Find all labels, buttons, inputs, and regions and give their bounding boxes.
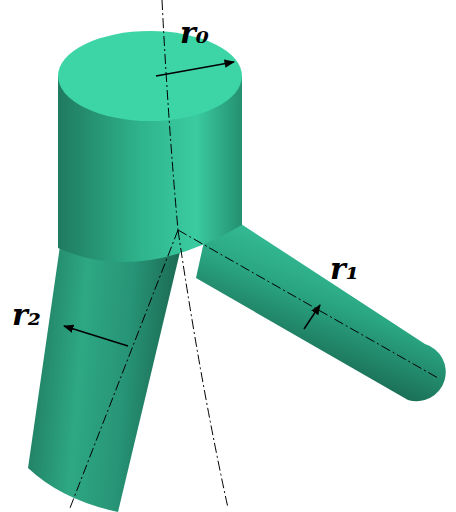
axis-line bbox=[70, 230, 178, 508]
radius-arrow bbox=[156, 62, 234, 76]
radius-label: r₀ bbox=[180, 18, 209, 48]
axis-line bbox=[178, 230, 438, 378]
branch-cylinder bbox=[28, 232, 180, 512]
axis-line bbox=[178, 230, 228, 508]
branch-cylinder bbox=[196, 205, 446, 401]
radius-arrow bbox=[304, 305, 320, 329]
axis-line bbox=[162, 0, 178, 230]
radius-label: r₂ bbox=[12, 300, 41, 330]
radius-arrow bbox=[64, 326, 128, 346]
radius-label: r₁ bbox=[330, 254, 359, 284]
top-face bbox=[58, 31, 242, 121]
